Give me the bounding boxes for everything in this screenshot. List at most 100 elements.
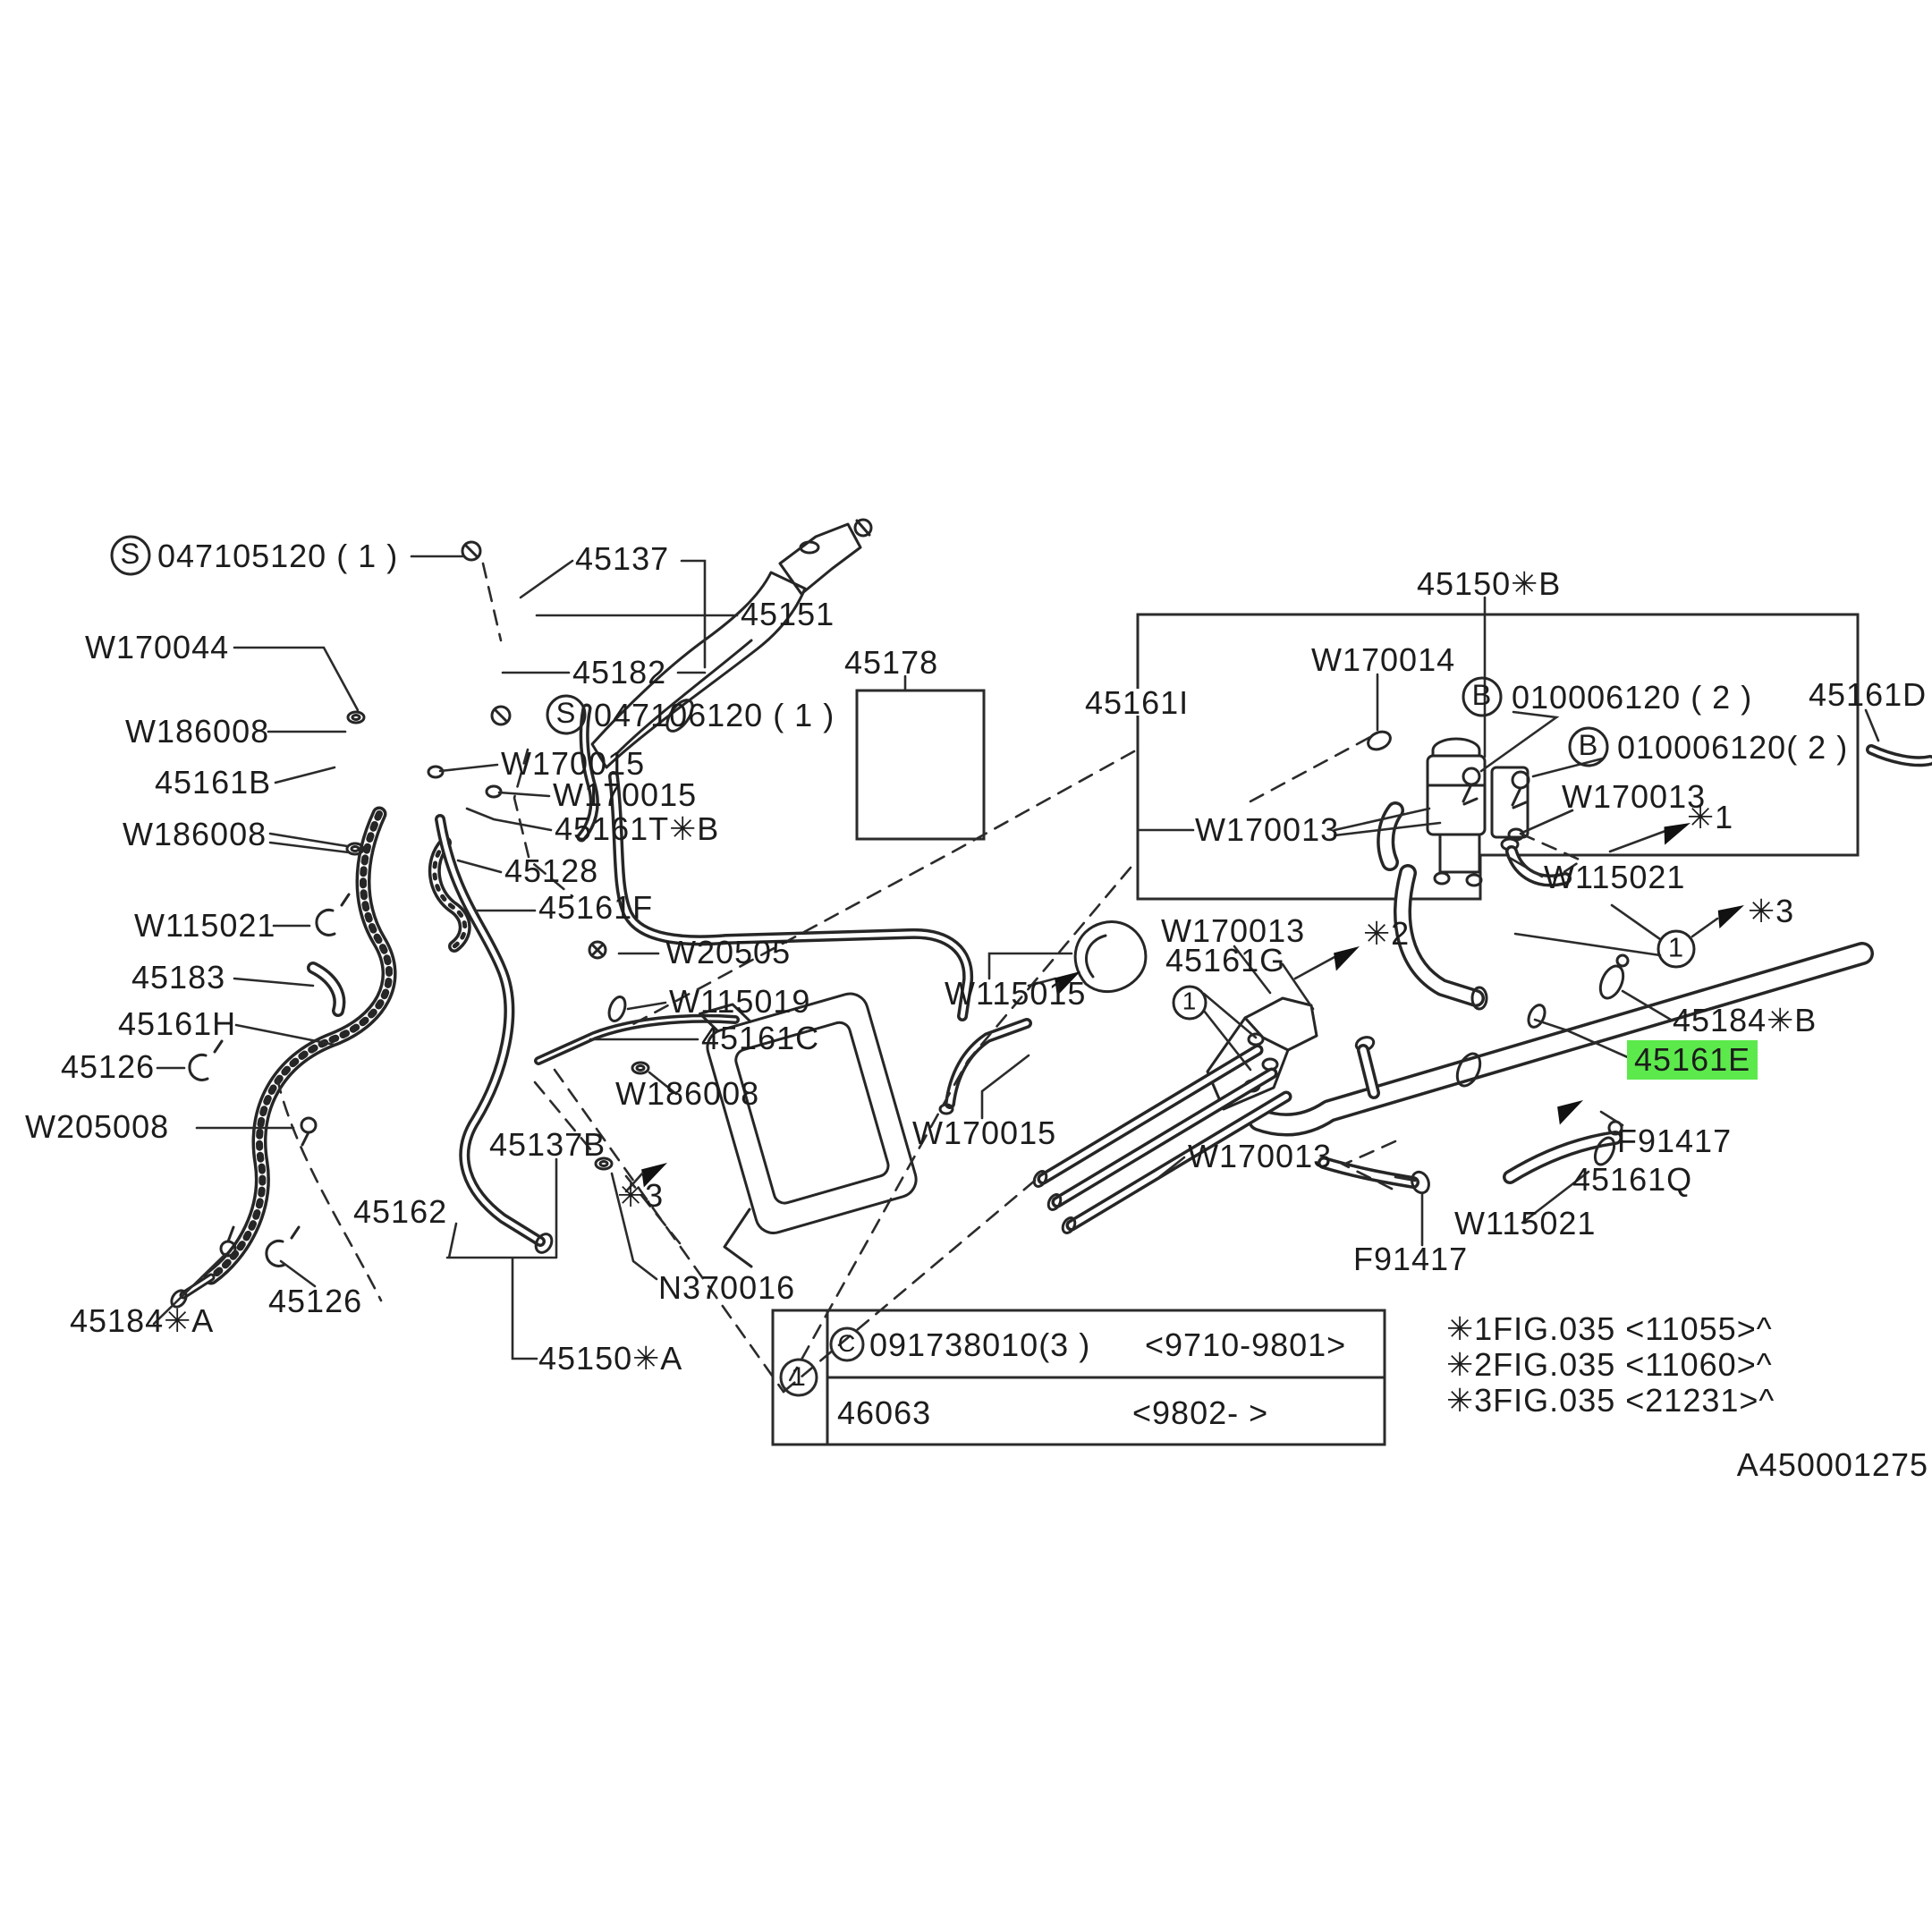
part-047106120: 047106120 ( 1 ) bbox=[594, 697, 835, 733]
ref-star1: ✳1 bbox=[1687, 799, 1733, 835]
part-45137b: 45137B bbox=[489, 1126, 605, 1163]
circle-1-left: 1 bbox=[1172, 985, 1208, 1021]
part-w170015-2-text: W170015 bbox=[553, 776, 697, 813]
part-w186008-1-text: W186008 bbox=[125, 713, 269, 750]
part-010006120-2-text: 010006120( 2 ) bbox=[1617, 729, 1848, 766]
part-45126-1: 45126 bbox=[61, 1048, 154, 1085]
clamp-icons-left bbox=[188, 893, 627, 1267]
part-w170013-1-text: W170013 bbox=[1195, 811, 1339, 848]
part-45161f: 45161F bbox=[538, 889, 652, 926]
part-45161g: 45161G bbox=[1165, 942, 1284, 979]
footnote-1: ✳1FIG.035 <11055>^ bbox=[1446, 1310, 1773, 1347]
part-047105120-text: 047105120 ( 1 ) bbox=[157, 538, 398, 574]
part-010006120-1: 010006120 ( 2 ) bbox=[1512, 679, 1751, 716]
bolt-icons-right bbox=[1462, 767, 1530, 809]
part-w115015-text: W115015 bbox=[945, 975, 1086, 1012]
part-45161q-text: 45161Q bbox=[1572, 1161, 1692, 1198]
part-45182: 45182 bbox=[572, 654, 666, 691]
part-w186008-2-text: W186008 bbox=[123, 816, 267, 852]
part-n370016: N370016 bbox=[658, 1269, 795, 1306]
part-45184-a-text: 45184✳A bbox=[70, 1302, 214, 1339]
part-w170013-4: W170013 bbox=[1188, 1138, 1332, 1174]
part-45184-b: 45184✳B bbox=[1673, 1002, 1817, 1038]
part-45178-text: 45178 bbox=[844, 644, 938, 681]
part-45126-2-text: 45126 bbox=[268, 1283, 362, 1319]
ref-star3-right-text: ✳3 bbox=[1748, 893, 1794, 929]
circle-s-2: S bbox=[546, 694, 587, 735]
part-w170014: W170014 bbox=[1311, 641, 1454, 678]
ref-star3-right: ✳3 bbox=[1748, 893, 1794, 929]
part-45184-a: 45184✳A bbox=[70, 1302, 214, 1339]
part-w170015-3: W170015 bbox=[912, 1114, 1056, 1151]
part-047106120-text: 047106120 ( 1 ) bbox=[594, 697, 835, 733]
part-45161d: 45161D bbox=[1809, 676, 1927, 713]
part-45182-text: 45182 bbox=[572, 654, 666, 691]
part-45161h: 45161H bbox=[118, 1005, 236, 1042]
table-row1-code: 46063 bbox=[837, 1394, 931, 1431]
grommet-icons-left bbox=[345, 710, 650, 1171]
arrow-star2-icon bbox=[1334, 946, 1360, 971]
arrow-w115015-icon bbox=[1055, 971, 1080, 996]
arrow-star1-icon bbox=[1664, 823, 1690, 845]
part-45161b: 45161B bbox=[155, 764, 270, 801]
part-45150-a-text: 45150✳A bbox=[538, 1340, 682, 1377]
part-45161q: 45161Q bbox=[1572, 1161, 1692, 1198]
part-w170013-4-text: W170013 bbox=[1188, 1138, 1332, 1174]
part-047105120: 047105120 ( 1 ) bbox=[157, 538, 398, 574]
part-w170015-1: W170015 bbox=[501, 745, 644, 782]
part-w186008-2: W186008 bbox=[123, 816, 267, 852]
part-45150-a: 45150✳A bbox=[538, 1340, 682, 1377]
part-w115021-left: W115021 bbox=[134, 907, 275, 944]
washer-pump bbox=[1426, 737, 1530, 887]
part-45161h-text: 45161H bbox=[118, 1005, 236, 1042]
part-45161e-text: 45161E bbox=[1634, 1041, 1750, 1078]
part-w115021-left-text: W115021 bbox=[134, 907, 275, 944]
part-45161c: 45161C bbox=[701, 1020, 818, 1056]
table-row1-range: <9802- > bbox=[1132, 1394, 1268, 1431]
part-w170044: W170044 bbox=[85, 629, 229, 665]
part-45162: 45162 bbox=[353, 1193, 447, 1230]
part-w170013-2-text: W170013 bbox=[1562, 778, 1706, 815]
part-n370016-text: N370016 bbox=[658, 1269, 795, 1306]
part-w170044-text: W170044 bbox=[85, 629, 229, 665]
part-w170015-3-text: W170015 bbox=[912, 1114, 1056, 1151]
circle-b-2-letter: B bbox=[1579, 729, 1599, 761]
part-45161t-b-text: 45161T✳B bbox=[555, 810, 719, 847]
frame-45150b-assembly bbox=[1136, 613, 1860, 901]
part-45161d-text: 45161D bbox=[1809, 676, 1927, 713]
ref-star1-text: ✳1 bbox=[1687, 799, 1733, 835]
duct-45151 bbox=[590, 518, 873, 769]
circle-b-2: B bbox=[1568, 726, 1609, 767]
part-w170013-2: W170013 bbox=[1562, 778, 1706, 815]
part-45183: 45183 bbox=[131, 959, 225, 996]
part-f91417-2-text: F91417 bbox=[1617, 1123, 1732, 1159]
part-45178: 45178 bbox=[844, 644, 938, 681]
table-ref-symbol: 1 bbox=[791, 1362, 807, 1392]
part-w20505: W20505 bbox=[665, 934, 791, 970]
part-45126-2: 45126 bbox=[268, 1283, 362, 1319]
tank-45162 bbox=[699, 992, 918, 1234]
box-45178 bbox=[855, 689, 986, 841]
arrow-star3-right-icon bbox=[1717, 905, 1744, 929]
part-w20505-text: W20505 bbox=[665, 934, 791, 970]
pump-grommets bbox=[1354, 730, 1525, 1052]
part-45162-text: 45162 bbox=[353, 1193, 447, 1230]
part-w115021-r1: W115021 bbox=[1544, 859, 1684, 895]
part-f91417-1-text: F91417 bbox=[1353, 1241, 1468, 1277]
pipe-clamps-right bbox=[1455, 953, 1630, 1166]
part-45184-b-text: 45184✳B bbox=[1673, 1002, 1817, 1038]
part-w170013-3-text: W170013 bbox=[1161, 912, 1305, 949]
part-w186008-3-text: W186008 bbox=[615, 1075, 759, 1112]
part-45161i: 45161I bbox=[1085, 684, 1189, 721]
part-45137-text: 45137 bbox=[575, 540, 669, 577]
part-45150-b: 45150✳B bbox=[1417, 565, 1560, 602]
clamp-w115015 bbox=[1073, 920, 1148, 994]
part-w115021-r2-text: W115021 bbox=[1454, 1205, 1596, 1241]
part-45161e[interactable]: 45161E bbox=[1627, 1040, 1758, 1080]
circle-1-left-letter: 1 bbox=[1182, 987, 1198, 1015]
circle-b-1-letter: B bbox=[1472, 679, 1493, 711]
part-w115019: W115019 bbox=[669, 983, 809, 1020]
table-row0-prefix: C bbox=[838, 1330, 857, 1357]
part-45161i-text: 45161I bbox=[1085, 684, 1189, 721]
